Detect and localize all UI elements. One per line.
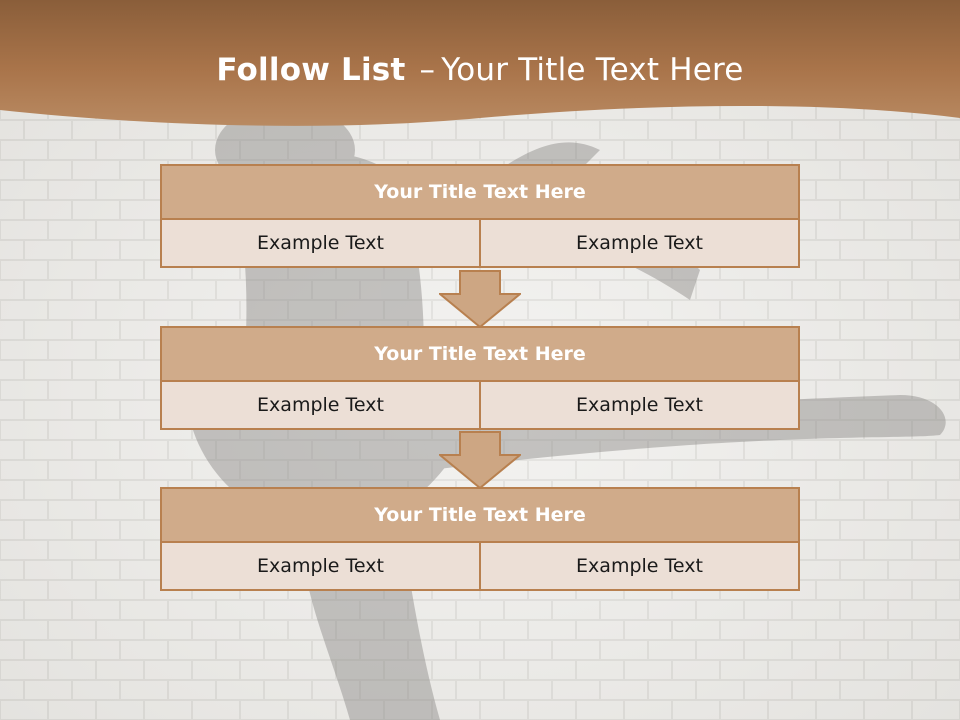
block-title: Your Title Text Here	[160, 164, 800, 220]
block-row: Example Text Example Text	[160, 220, 800, 268]
block-cell-left: Example Text	[160, 220, 481, 268]
down-arrow-icon	[439, 270, 521, 328]
block-cell-left: Example Text	[160, 543, 481, 591]
block-title: Your Title Text Here	[160, 326, 800, 382]
list-block: Your Title Text Here Example Text Exampl…	[160, 487, 800, 591]
block-cell-right: Example Text	[481, 220, 800, 268]
down-arrow-icon	[439, 431, 521, 489]
block-row: Example Text Example Text	[160, 382, 800, 430]
block-cell-left: Example Text	[160, 382, 481, 430]
block-cell-right: Example Text	[481, 543, 800, 591]
title-rest: Your Title Text Here	[441, 52, 744, 88]
slide-title: Follow List–Your Title Text Here	[0, 52, 960, 88]
block-title: Your Title Text Here	[160, 487, 800, 543]
block-cell-right: Example Text	[481, 382, 800, 430]
list-block: Your Title Text Here Example Text Exampl…	[160, 326, 800, 430]
title-separator: –	[419, 52, 436, 88]
block-row: Example Text Example Text	[160, 543, 800, 591]
list-block: Your Title Text Here Example Text Exampl…	[160, 164, 800, 268]
title-bold-part: Follow List	[216, 52, 406, 88]
header-band	[0, 0, 960, 126]
